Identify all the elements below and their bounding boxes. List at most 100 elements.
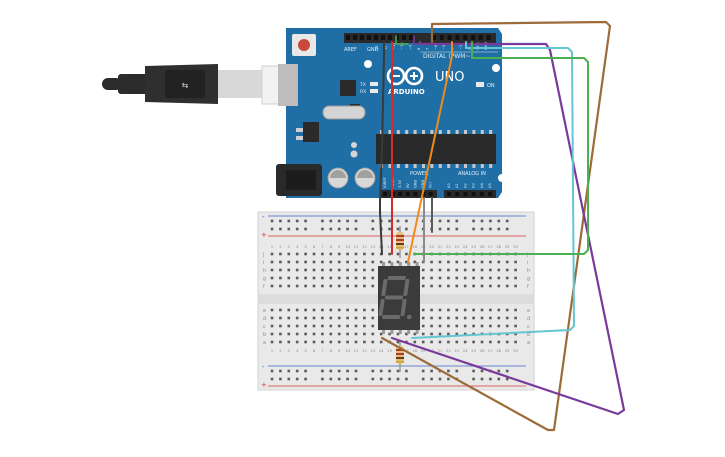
rail-hole[interactable] xyxy=(447,369,450,373)
breadboard-hole[interactable] xyxy=(337,260,341,264)
breadboard-hole[interactable] xyxy=(430,276,433,280)
breadboard-hole[interactable] xyxy=(405,260,408,264)
rail-hole[interactable] xyxy=(505,369,509,373)
breadboard-hole[interactable] xyxy=(371,276,375,280)
breadboard-hole[interactable] xyxy=(279,260,282,264)
header-socket[interactable] xyxy=(432,35,436,40)
rail-hole[interactable] xyxy=(279,369,282,373)
resistor-top[interactable] xyxy=(396,226,404,258)
rail-hole[interactable] xyxy=(505,227,509,231)
rail-hole[interactable] xyxy=(480,377,484,381)
rail-hole[interactable] xyxy=(405,227,408,231)
breadboard-hole[interactable] xyxy=(321,284,324,288)
rail-hole[interactable] xyxy=(304,369,307,373)
breadboard-hole[interactable] xyxy=(514,268,517,272)
rail-hole[interactable] xyxy=(438,377,442,381)
analog-socket[interactable] xyxy=(471,192,476,196)
rail-hole[interactable] xyxy=(472,369,475,373)
breadboard-hole[interactable] xyxy=(371,284,375,288)
breadboard-hole[interactable] xyxy=(413,340,417,344)
breadboard-hole[interactable] xyxy=(505,268,509,272)
breadboard-hole[interactable] xyxy=(363,260,366,264)
breadboard-hole[interactable] xyxy=(312,308,316,312)
breadboard-hole[interactable] xyxy=(287,332,291,336)
breadboard-hole[interactable] xyxy=(321,308,324,312)
breadboard-hole[interactable] xyxy=(480,284,484,288)
reset-button-cap[interactable] xyxy=(298,39,310,51)
rail-hole[interactable] xyxy=(337,227,341,231)
breadboard-hole[interactable] xyxy=(295,308,299,312)
breadboard-hole[interactable] xyxy=(497,284,501,288)
breadboard-hole[interactable] xyxy=(421,340,425,344)
breadboard-hole[interactable] xyxy=(279,268,282,272)
breadboard-hole[interactable] xyxy=(388,252,391,256)
breadboard-hole[interactable] xyxy=(329,316,333,320)
breadboard-hole[interactable] xyxy=(346,284,349,288)
breadboard-hole[interactable] xyxy=(480,340,484,344)
rail-hole[interactable] xyxy=(371,227,375,231)
rail-hole[interactable] xyxy=(270,369,274,373)
breadboard-hole[interactable] xyxy=(514,260,517,264)
rail-hole[interactable] xyxy=(379,377,383,381)
rail-hole[interactable] xyxy=(371,377,375,381)
header-socket[interactable] xyxy=(374,35,378,40)
breadboard-hole[interactable] xyxy=(321,332,324,336)
breadboard-hole[interactable] xyxy=(312,340,316,344)
header-socket[interactable] xyxy=(455,35,460,40)
breadboard-hole[interactable] xyxy=(312,332,316,336)
rail-hole[interactable] xyxy=(304,227,307,231)
rail-hole[interactable] xyxy=(287,369,291,373)
wire-green[interactable] xyxy=(413,41,589,255)
header-socket[interactable] xyxy=(486,35,491,40)
breadboard-hole[interactable] xyxy=(472,324,475,328)
breadboard-hole[interactable] xyxy=(438,268,442,272)
breadboard-hole[interactable] xyxy=(421,316,425,320)
breadboard-hole[interactable] xyxy=(287,260,291,264)
rail-hole[interactable] xyxy=(396,377,400,381)
breadboard-hole[interactable] xyxy=(430,332,433,336)
breadboard-hole[interactable] xyxy=(329,284,333,288)
breadboard-hole[interactable] xyxy=(312,324,316,328)
rail-hole[interactable] xyxy=(354,377,358,381)
breadboard-hole[interactable] xyxy=(480,316,484,320)
breadboard-hole[interactable] xyxy=(279,332,282,336)
header-socket[interactable] xyxy=(346,35,350,40)
breadboard-hole[interactable] xyxy=(270,284,274,288)
breadboard-hole[interactable] xyxy=(514,324,517,328)
breadboard-hole[interactable] xyxy=(505,308,509,312)
rail-hole[interactable] xyxy=(438,219,442,223)
breadboard-hole[interactable] xyxy=(505,340,509,344)
breadboard-hole[interactable] xyxy=(270,268,274,272)
breadboard-hole[interactable] xyxy=(480,268,484,272)
breadboard-hole[interactable] xyxy=(279,308,282,312)
digital-pin-sockets[interactable] xyxy=(346,35,491,40)
rail-hole[interactable] xyxy=(505,219,509,223)
rail-hole[interactable] xyxy=(505,377,509,381)
analog-socket[interactable] xyxy=(455,192,460,196)
breadboard-hole[interactable] xyxy=(379,332,383,336)
breadboard-hole[interactable] xyxy=(329,332,333,336)
breadboard-hole[interactable] xyxy=(279,324,282,328)
breadboard-hole[interactable] xyxy=(363,308,366,312)
breadboard-hole[interactable] xyxy=(438,324,442,328)
breadboard-hole[interactable] xyxy=(379,340,383,344)
breadboard-hole[interactable] xyxy=(337,316,341,320)
breadboard-hole[interactable] xyxy=(438,284,442,288)
rail-hole[interactable] xyxy=(497,219,501,223)
breadboard-hole[interactable] xyxy=(472,268,475,272)
breadboard-hole[interactable] xyxy=(438,332,442,336)
breadboard-hole[interactable] xyxy=(279,252,282,256)
rail-hole[interactable] xyxy=(388,377,391,381)
breadboard-hole[interactable] xyxy=(514,332,517,336)
breadboard-hole[interactable] xyxy=(279,316,282,320)
rail-hole[interactable] xyxy=(497,377,501,381)
header-socket[interactable] xyxy=(447,35,452,40)
breadboard-hole[interactable] xyxy=(438,308,442,312)
wire-green-short[interactable] xyxy=(395,35,409,45)
breadboard-hole[interactable] xyxy=(463,260,467,264)
breadboard-hole[interactable] xyxy=(295,260,299,264)
rail-hole[interactable] xyxy=(287,377,291,381)
analog-socket[interactable] xyxy=(463,192,468,196)
breadboard-hole[interactable] xyxy=(304,276,307,280)
rail-hole[interactable] xyxy=(354,369,358,373)
